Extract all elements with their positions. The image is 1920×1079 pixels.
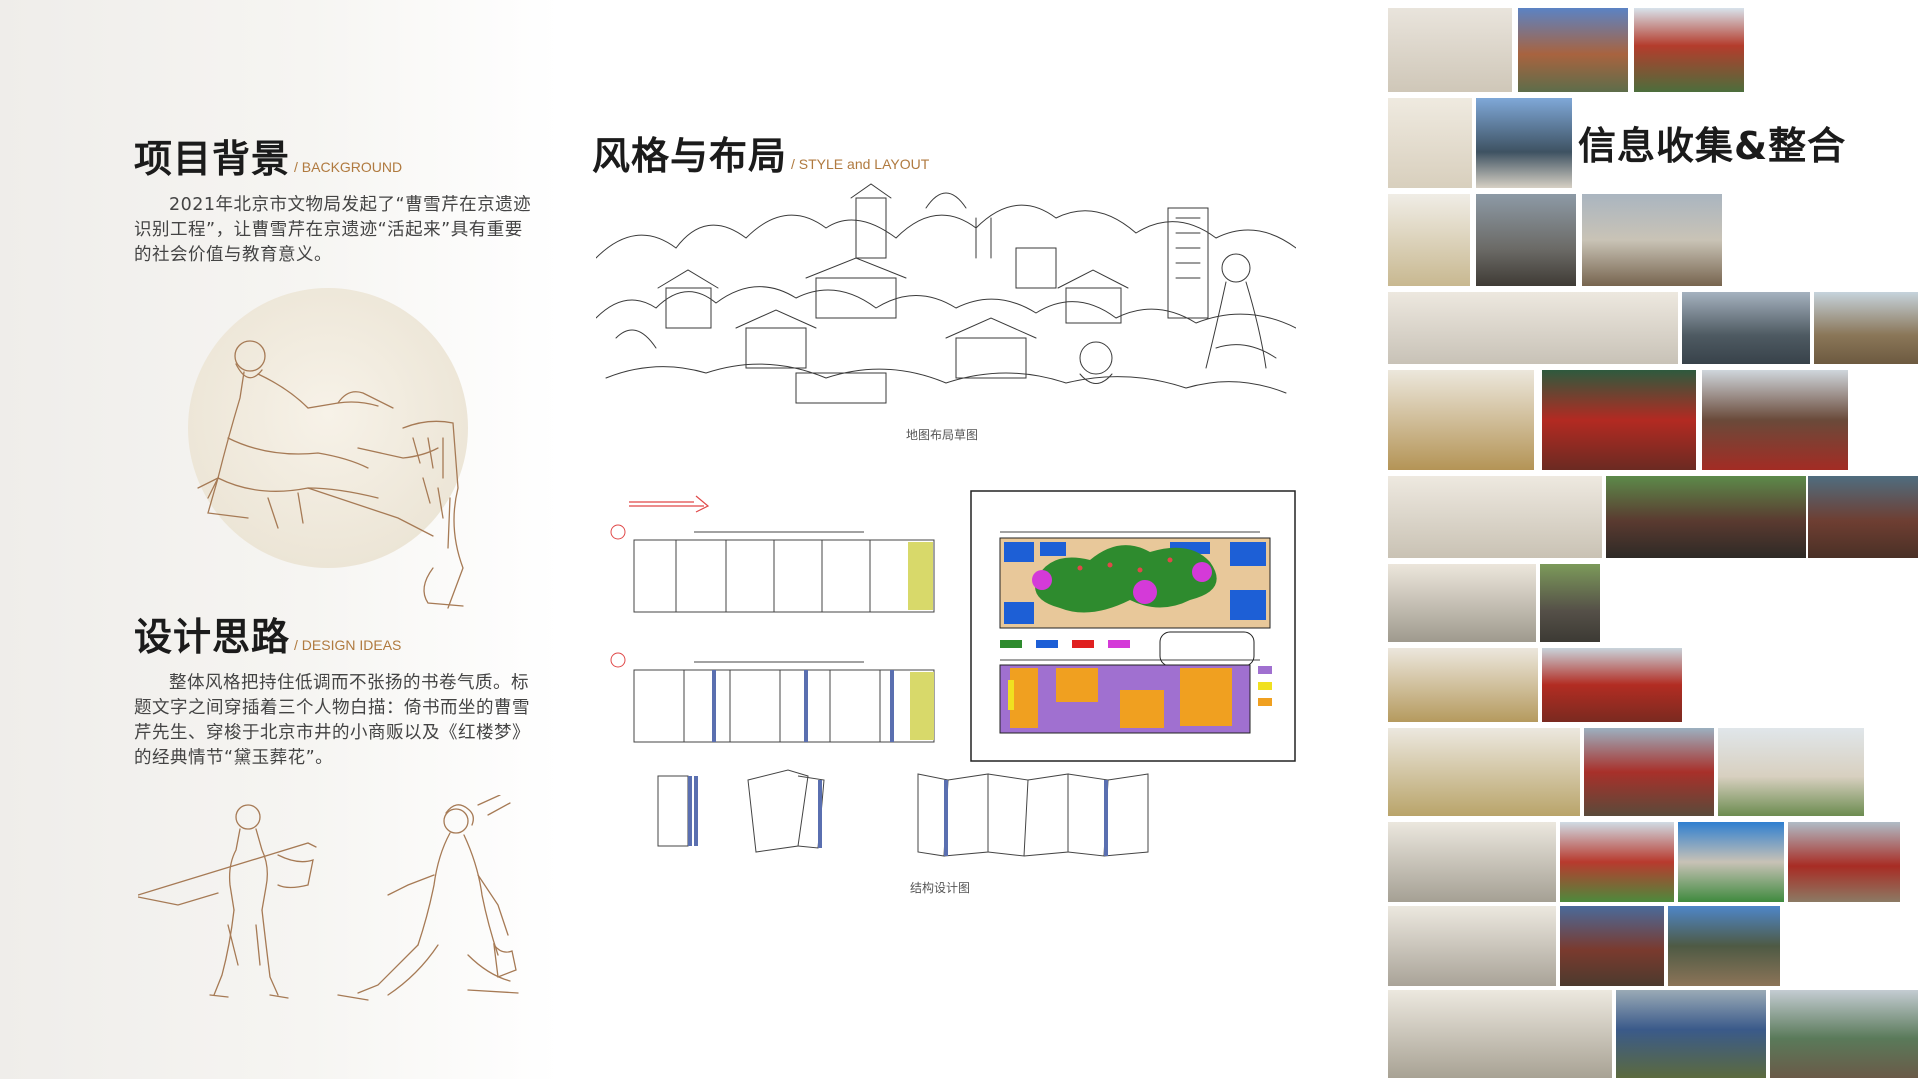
reference-sketch-thumbnail bbox=[1388, 8, 1512, 92]
design-title: 设计思路 bbox=[134, 615, 291, 659]
reference-photo-thumbnail bbox=[1560, 822, 1674, 902]
reference-sketch-thumbnail bbox=[1388, 98, 1472, 188]
design-subtitle: / DESIGN IDEAS bbox=[294, 637, 402, 653]
map-layout-sketch bbox=[595, 178, 1297, 410]
reference-photo-thumbnail bbox=[1702, 370, 1848, 470]
reference-photo-thumbnail bbox=[1668, 906, 1780, 986]
background-text: 2021年北京市文物局发起了“曹雪芹在京遗迹识别工程”，让曹雪芹在京遗迹“活起来… bbox=[134, 195, 532, 265]
reference-sketch-thumbnail bbox=[1388, 476, 1602, 558]
reference-photo-thumbnail bbox=[1770, 990, 1918, 1078]
reference-photo-thumbnail bbox=[1814, 292, 1918, 364]
reference-photo-thumbnail bbox=[1542, 370, 1696, 470]
reference-photo-thumbnail bbox=[1634, 8, 1744, 92]
background-subtitle: / BACKGROUND bbox=[294, 159, 403, 175]
cao-xueqin-portrait-illustration bbox=[188, 288, 498, 618]
reference-photo-thumbnail bbox=[1606, 476, 1806, 558]
reference-photo-thumbnail bbox=[1616, 990, 1766, 1078]
reference-sketch-thumbnail bbox=[1388, 648, 1538, 722]
reference-photo-thumbnail bbox=[1560, 906, 1664, 986]
reference-photo-thumbnail bbox=[1678, 822, 1784, 902]
reference-photo-thumbnail bbox=[1476, 98, 1572, 188]
style-title: 风格与布局 bbox=[592, 134, 788, 178]
structure-design-caption: 结构设计图 bbox=[910, 881, 971, 895]
reference-photo-thumbnail bbox=[1584, 728, 1714, 816]
reference-sketch-thumbnail bbox=[1388, 370, 1534, 470]
background-title: 项目背景 bbox=[134, 137, 291, 181]
reference-sketch-thumbnail bbox=[1388, 194, 1470, 286]
reference-photo-thumbnail bbox=[1542, 648, 1682, 722]
map-layout-caption: 地图布局草图 bbox=[906, 428, 979, 442]
reference-photo-thumbnail bbox=[1808, 476, 1918, 558]
info-title: 信息收集&整合 bbox=[1578, 124, 1847, 168]
design-heading: 设计思路 / DESIGN IDEAS bbox=[134, 606, 401, 661]
reference-sketch-thumbnail bbox=[1388, 564, 1536, 642]
reference-photo-thumbnail bbox=[1718, 728, 1864, 816]
reference-photo-thumbnail bbox=[1476, 194, 1576, 286]
reading-order-sketch bbox=[604, 490, 964, 760]
reference-sketch-thumbnail bbox=[1388, 728, 1580, 816]
reference-sketch-thumbnail bbox=[1388, 990, 1612, 1078]
vendor-and-daiyu-illustration bbox=[137, 794, 528, 1005]
reference-photo-thumbnail bbox=[1582, 194, 1722, 286]
reference-sketch-thumbnail bbox=[1388, 292, 1678, 364]
layout-form-sketch bbox=[970, 490, 1296, 762]
reference-photo-thumbnail bbox=[1540, 564, 1600, 642]
reference-photo-thumbnail bbox=[1788, 822, 1900, 902]
design-text: 整体风格把持住低调而不张扬的书卷气质。标题文字之间穿插着三个人物白描：倚书而坐的… bbox=[134, 673, 530, 768]
reference-photo-thumbnail bbox=[1518, 8, 1628, 92]
reference-photo-thumbnail bbox=[1682, 292, 1810, 364]
book-structure-sketch bbox=[648, 766, 1208, 866]
reference-sketch-thumbnail bbox=[1388, 822, 1556, 902]
reference-sketch-thumbnail bbox=[1388, 906, 1556, 986]
background-heading: 项目背景 / BACKGROUND bbox=[134, 128, 402, 183]
style-heading: 风格与布局 / STYLE and LAYOUT bbox=[592, 125, 929, 180]
style-subtitle: / STYLE and LAYOUT bbox=[791, 156, 930, 172]
